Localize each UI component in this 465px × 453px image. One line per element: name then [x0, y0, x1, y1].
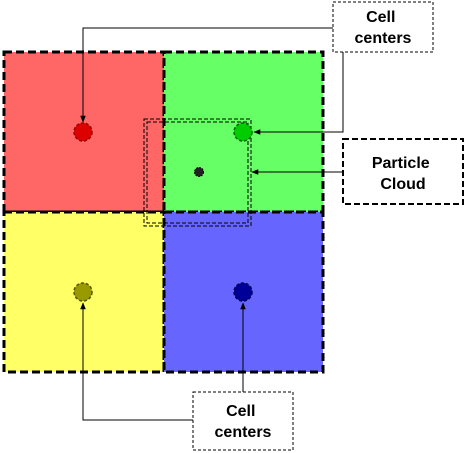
particle-dot — [194, 167, 204, 177]
cell-center-olive — [73, 282, 93, 302]
svg-text:Particle Cloud: Particle Cloud — [372, 155, 434, 193]
callout-right-line1: Particle — [372, 155, 430, 172]
cell-center-green — [233, 122, 253, 142]
callout-box-bottom — [192, 391, 294, 451]
arrow-top-to-red-center — [80, 27, 333, 123]
callout-box-top — [332, 1, 434, 53]
callout-top-line1: Cell — [366, 9, 395, 26]
callout-top-line2: centers — [355, 30, 412, 47]
cell-center-blue — [233, 282, 253, 302]
callout-bottom-line2: centers — [215, 424, 272, 441]
callout-right-line2: Cloud — [380, 176, 425, 193]
svg-text:Cell centers: Cell centers — [215, 403, 272, 441]
callout-bottom-line1: Cell — [226, 403, 255, 420]
callout-box-right — [342, 138, 464, 205]
arrow-top-to-green-center — [253, 52, 344, 135]
arrow-bottom-to-olive-center — [80, 302, 193, 421]
svg-text:Cell centers: Cell centers — [355, 9, 412, 47]
particle-cloud-box — [143, 118, 252, 227]
cell-center-red — [73, 122, 93, 142]
